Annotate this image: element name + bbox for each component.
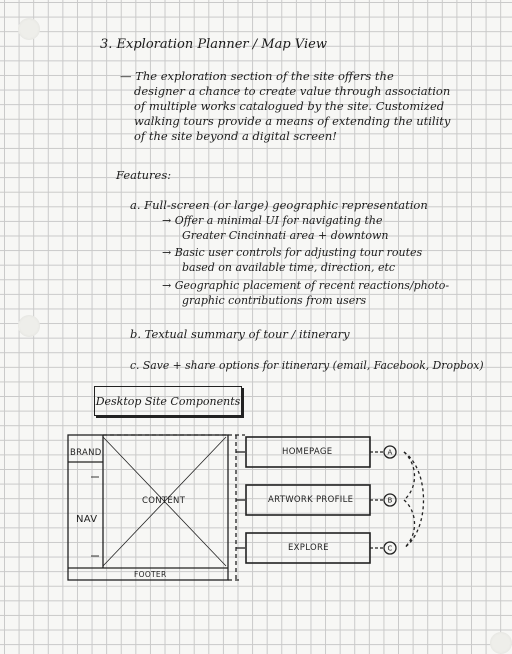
wireframe-content: CONTENT xyxy=(142,496,186,506)
content-diagonal-2 xyxy=(102,436,227,567)
wireframe-footer: FOOTER xyxy=(134,570,167,579)
feature-a-item-2-cont: based on available time, direction, etc xyxy=(182,261,396,274)
flow-a-to-c xyxy=(403,451,425,549)
dashed-bracket xyxy=(228,434,245,581)
punch-hole-bottom xyxy=(490,632,512,654)
marker-c xyxy=(383,541,397,555)
page-explore: EXPLORE xyxy=(288,543,329,553)
components-title: Desktop Site Components xyxy=(95,394,241,408)
intro-line-5: of the site beyond a digital screen! xyxy=(134,129,337,143)
section-heading: 3. Exploration Planner / Map View xyxy=(100,37,327,52)
feature-a: a. Full-screen (or large) geographic rep… xyxy=(130,198,428,212)
feature-a-item-1: → Offer a minimal UI for navigating the xyxy=(162,214,383,227)
page-homepage: HOMEPAGE xyxy=(282,447,333,457)
punch-hole-middle xyxy=(18,315,40,337)
marker-a xyxy=(383,445,397,459)
flow-a-to-b xyxy=(403,451,416,501)
marker-c-label: C xyxy=(388,545,393,553)
intro-line-4: walking tours provide a means of extendi… xyxy=(134,114,451,128)
wireframe-brand: BRAND xyxy=(70,448,102,458)
intro-line-1: — The exploration section of the site of… xyxy=(120,69,394,83)
wireframe-nav: NAV xyxy=(76,514,98,525)
marker-a-label: A xyxy=(388,449,393,457)
features-label: Features: xyxy=(116,168,172,182)
marker-b-label: B xyxy=(388,497,393,505)
intro-line-2: designer a chance to create value throug… xyxy=(134,84,451,98)
marker-b xyxy=(383,493,397,507)
feature-a-item-1-cont: Greater Cincinnati area + downtown xyxy=(182,229,389,242)
feature-c: c. Save + share options for itinerary (e… xyxy=(130,359,484,372)
feature-a-item-3: → Geographic placement of recent reactio… xyxy=(162,279,450,292)
feature-a-item-3-cont: graphic contributions from users xyxy=(182,294,367,307)
page-artwork-profile: ARTWORK PROFILE xyxy=(268,495,354,505)
feature-b: b. Textual summary of tour / itinerary xyxy=(130,327,350,341)
intro-line-3: of multiple works catalogued by the site… xyxy=(134,99,445,113)
feature-a-item-2: → Basic user controls for adjusting tour… xyxy=(162,246,423,259)
punch-hole-top xyxy=(18,18,40,40)
components-title-box: Desktop Site Components xyxy=(94,386,242,416)
flow-b-to-c xyxy=(403,499,416,549)
